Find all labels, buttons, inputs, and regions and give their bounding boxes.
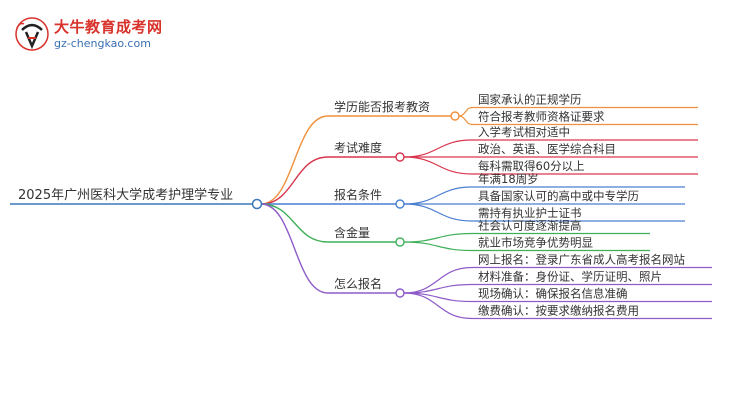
- mindmap-nodes: 2025年广州医科大学成考护理学专业 学历能否报考教资 国家承认的正规学历符合报考教…: [18, 93, 685, 318]
- branch-node-label-4: 怎么报名: [334, 276, 382, 291]
- logo-url: gz-chengkao.com: [54, 37, 151, 50]
- leaf-edge-2-0: [403, 186, 473, 205]
- leaf-node-label-1-1: 政治、英语、医学综合科目: [478, 142, 616, 156]
- leaf-node-label-4-1: 材料准备：身份证、学历证明、照片: [478, 270, 662, 284]
- branch-edge-3: [260, 203, 329, 243]
- leaf-edge-2-2: [403, 203, 473, 222]
- logo-title: 大牛教育成考网: [54, 18, 163, 36]
- leaf-edge-4-3: [403, 292, 473, 320]
- root-node-label: 2025年广州医科大学成考护理学专业: [18, 187, 233, 203]
- leaf-node-label-3-0: 社会认可度逐渐提高: [478, 219, 582, 233]
- leaf-edge-1-0: [403, 139, 473, 158]
- branch-node-dot-3: [395, 237, 405, 247]
- mindmap-edges: [10, 106, 712, 320]
- site-logo: 大牛教育成考网 gz-chengkao.com: [14, 14, 164, 58]
- leaf-node-label-0-1: 符合报考教师资格证要求: [478, 110, 605, 124]
- branch-node-dot-1: [395, 152, 405, 162]
- leaf-edge-0-1: [458, 115, 473, 126]
- branch-edge-0: [260, 115, 329, 205]
- leaf-node-label-1-2: 每科需取得60分以上: [478, 159, 585, 173]
- leaf-node-label-4-0: 网上报名：登录广东省成人高考报名网站: [478, 253, 685, 267]
- branch-edge-1: [260, 156, 329, 205]
- leaf-node-label-2-0: 年满18周岁: [478, 172, 539, 186]
- leaf-node-label-2-2: 需持有执业护士证书: [478, 206, 582, 220]
- leaf-node-label-3-1: 就业市场竞争优势明显: [478, 236, 593, 250]
- bull-logo-icon: [15, 17, 49, 51]
- branch-node-label-3: 含金量: [334, 225, 370, 240]
- leaf-node-label-4-2: 现场确认：确保报名信息准确: [478, 287, 628, 301]
- leaf-node-label-4-3: 缴费确认：按要求缴纳报名费用: [478, 304, 639, 318]
- branch-node-dot-2: [395, 199, 405, 209]
- branch-edge-4: [260, 203, 329, 294]
- leaf-edge-3-0: [403, 232, 473, 243]
- branch-node-label-1: 考试难度: [334, 140, 382, 155]
- leaf-edge-3-1: [403, 241, 473, 252]
- root-node-dot: [251, 198, 263, 210]
- branch-node-dot-4: [395, 288, 405, 298]
- branch-node-label-0: 学历能否报考教资: [334, 99, 430, 114]
- branch-node-dot-0: [450, 111, 460, 121]
- leaf-node-label-2-1: 具备国家认可的高中或中专学历: [478, 189, 639, 203]
- leaf-edge-1-2: [403, 156, 473, 175]
- branch-node-label-2: 报名条件: [334, 187, 382, 202]
- leaf-edge-0-0: [458, 106, 473, 117]
- leaf-node-label-0-0: 国家承认的正规学历: [478, 93, 582, 107]
- leaf-node-label-1-0: 入学考试相对适中: [478, 125, 570, 139]
